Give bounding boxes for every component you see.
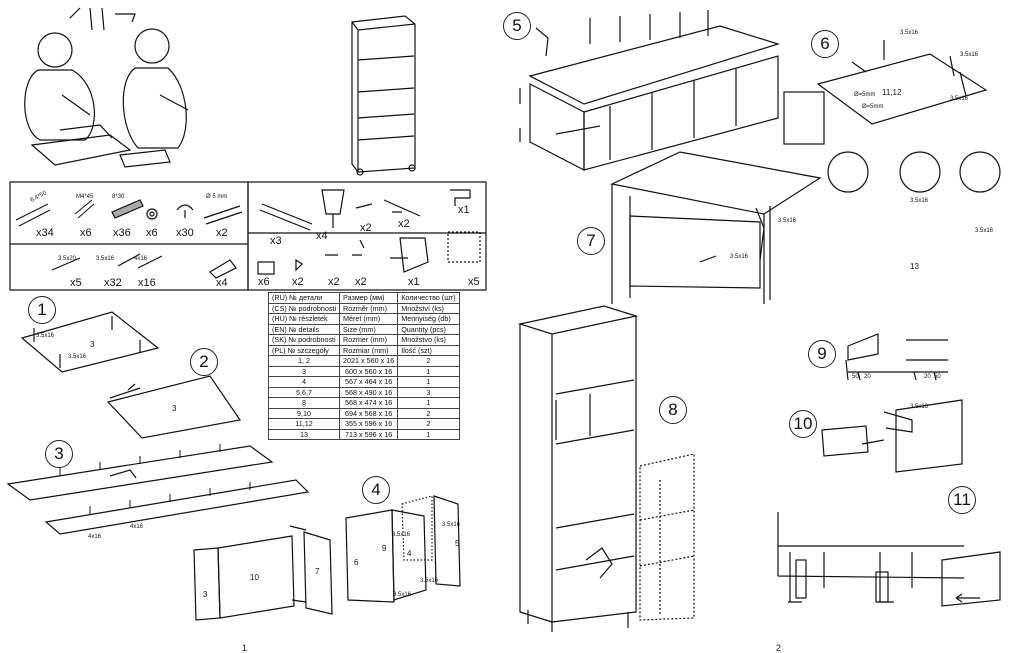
hardware-qty: x4 bbox=[316, 230, 328, 242]
screw-label: 3.5x16 bbox=[975, 228, 994, 234]
screw-size-label: Ø 5 mm bbox=[206, 194, 228, 200]
hardware-qty: x5 bbox=[70, 277, 82, 289]
screw-label: 3.5x16 bbox=[900, 30, 919, 36]
screw-label: 3.5x16 bbox=[392, 532, 411, 538]
step-number: 10 bbox=[789, 410, 817, 438]
hardware-qty: x4 bbox=[216, 277, 228, 289]
hardware-qty: x2 bbox=[216, 227, 228, 239]
hardware-box-right bbox=[247, 181, 487, 291]
hardware-qty: x32 bbox=[104, 277, 122, 289]
step-number: 4 bbox=[362, 476, 390, 504]
drill-label: Ø=5mm bbox=[854, 92, 876, 98]
hardware-qty: x6 bbox=[146, 227, 158, 239]
screw-size-label: 8*30 bbox=[112, 194, 125, 200]
hardware-qty: x30 bbox=[176, 227, 194, 239]
hardware-qty: x34 bbox=[36, 227, 54, 239]
panel-number: 7 bbox=[315, 567, 320, 576]
dimension-label: 50 bbox=[934, 374, 941, 380]
step5-unit bbox=[519, 10, 781, 171]
step-number: 6 bbox=[811, 30, 839, 58]
step-number: 3 bbox=[45, 440, 73, 468]
panel-number: 6 bbox=[354, 558, 359, 567]
screw-label: 3.5x16 bbox=[910, 404, 929, 410]
screw-size-label: 3.5x20 bbox=[58, 256, 77, 262]
screw-label: 4x16 bbox=[130, 524, 144, 530]
step8-tall-cabinet bbox=[517, 305, 695, 632]
page-number: 1 bbox=[242, 643, 248, 653]
screw-size-label: M4*45 bbox=[76, 194, 94, 200]
panel-number: 11,12 bbox=[882, 88, 902, 97]
hardware-qty: x2 bbox=[398, 218, 410, 230]
hardware-qty: x3 bbox=[270, 235, 282, 247]
screw-label: 3.5x16 bbox=[36, 333, 55, 339]
hardware-qty: x1 bbox=[458, 204, 470, 216]
drill-label: Ø=5mm bbox=[862, 104, 884, 110]
screw-label: 3.5x16 bbox=[68, 354, 87, 360]
panel-number: 5 bbox=[455, 539, 460, 548]
hardware-qty: x16 bbox=[138, 277, 156, 289]
step-number: 2 bbox=[190, 348, 218, 376]
step-number: 9 bbox=[808, 340, 836, 368]
panel-number: 10 bbox=[250, 573, 259, 582]
hardware-qty: x2 bbox=[355, 276, 367, 288]
assembler-figures bbox=[24, 7, 189, 168]
panel-number: 3 bbox=[203, 590, 208, 599]
screw-size-label: 3.5x16 bbox=[96, 256, 115, 262]
step7-cabinet bbox=[610, 151, 822, 304]
step-number: 1 bbox=[28, 296, 56, 324]
step11-base-cabinet bbox=[777, 512, 1001, 607]
hardware-qty: x6 bbox=[80, 227, 92, 239]
screw-label: 3.5x16 bbox=[910, 198, 929, 204]
dimension-label: 20 bbox=[864, 374, 871, 380]
hardware-qty: x2 bbox=[360, 222, 372, 234]
tall-cabinet-sketch bbox=[351, 15, 416, 176]
dimension-label: 20 bbox=[924, 374, 931, 380]
panel-number: 9 bbox=[382, 544, 387, 553]
hardware-qty: x1 bbox=[408, 276, 420, 288]
screw-label: 3.5x16 bbox=[420, 578, 439, 584]
screw-label: 3.5x16 bbox=[950, 96, 969, 102]
step-number: 7 bbox=[577, 227, 605, 255]
screw-size-label: 4x16 bbox=[134, 256, 148, 262]
step-number: 11 bbox=[948, 486, 976, 514]
step-number: 5 bbox=[503, 12, 531, 40]
screw-label: 3.5x16 bbox=[442, 522, 461, 528]
hardware-qty: x36 bbox=[113, 227, 131, 239]
hardware-qty: x2 bbox=[328, 276, 340, 288]
page-number: 2 bbox=[776, 643, 782, 653]
step-number: 8 bbox=[659, 396, 687, 424]
screw-label: 3.5x16 bbox=[393, 592, 412, 598]
dimension-label: 50 bbox=[852, 374, 859, 380]
screw-label: 3.5x16 bbox=[730, 254, 749, 260]
hardware-qty: x2 bbox=[292, 276, 304, 288]
screw-label: 4x16 bbox=[88, 534, 102, 540]
hardware-qty: x5 bbox=[468, 276, 480, 288]
panel-number: 3 bbox=[172, 404, 177, 413]
screw-label: 3.5x16 bbox=[778, 218, 797, 224]
panel-number: 13 bbox=[910, 262, 919, 271]
hardware-qty: x6 bbox=[258, 276, 270, 288]
panel-number: 4 bbox=[407, 549, 412, 558]
screw-label: 3.5x16 bbox=[960, 52, 979, 58]
panel-number: 3 bbox=[90, 340, 95, 349]
